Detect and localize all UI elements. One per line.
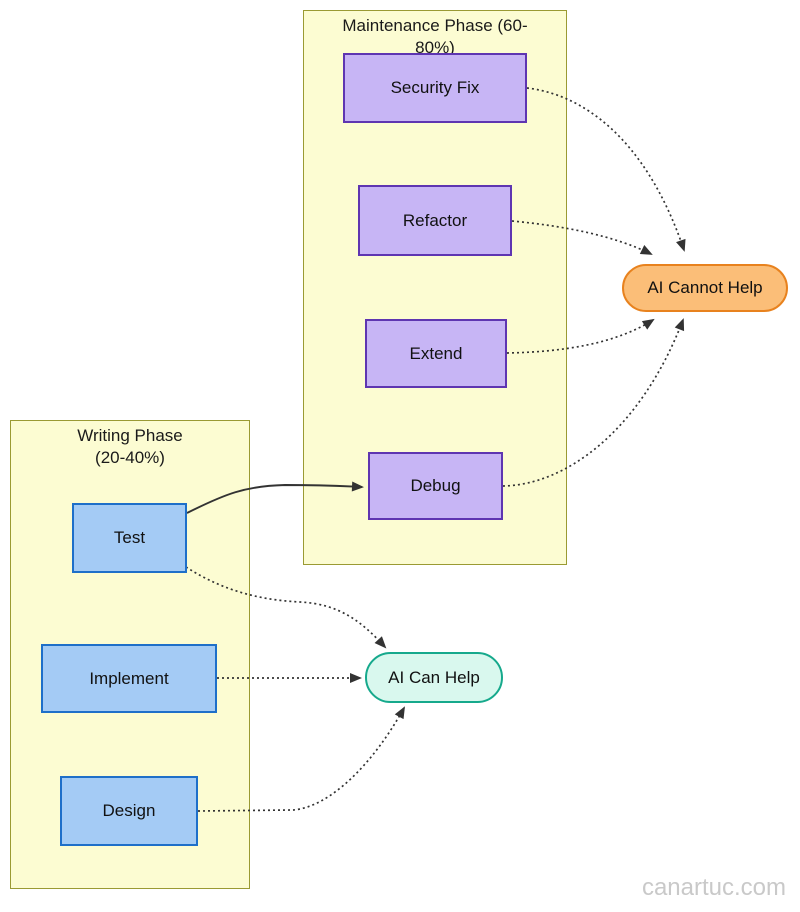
node-test-label: Test [113,528,146,547]
node-design-label: Design [102,801,156,820]
node-ai-can-help: AI Can Help [365,652,503,703]
node-test: Test [72,503,187,573]
node-extend-label: Extend [409,343,463,363]
cluster-maintenance-title: Maintenance Phase (60-80%) [342,16,528,57]
node-ai-can-help-label: AI Can Help [388,667,480,687]
node-implement: Implement [41,644,217,713]
watermark-text: canartuc.com [641,874,786,901]
node-ai-cannot-help: AI Cannot Help [622,264,788,312]
node-security-fix: Security Fix [343,53,527,123]
node-refactor: Refactor [358,185,512,256]
node-debug: Debug [368,452,503,520]
node-design: Design [60,776,198,846]
node-ai-cannot-help-label: AI Cannot Help [647,278,763,297]
node-security-fix-label: Security Fix [390,78,480,97]
node-implement-label: Implement [89,668,169,688]
node-refactor-label: Refactor [402,210,468,230]
node-extend: Extend [365,319,507,388]
node-debug-label: Debug [410,476,461,495]
cluster-writing-title: Writing Phase (20-40%) [77,426,183,467]
